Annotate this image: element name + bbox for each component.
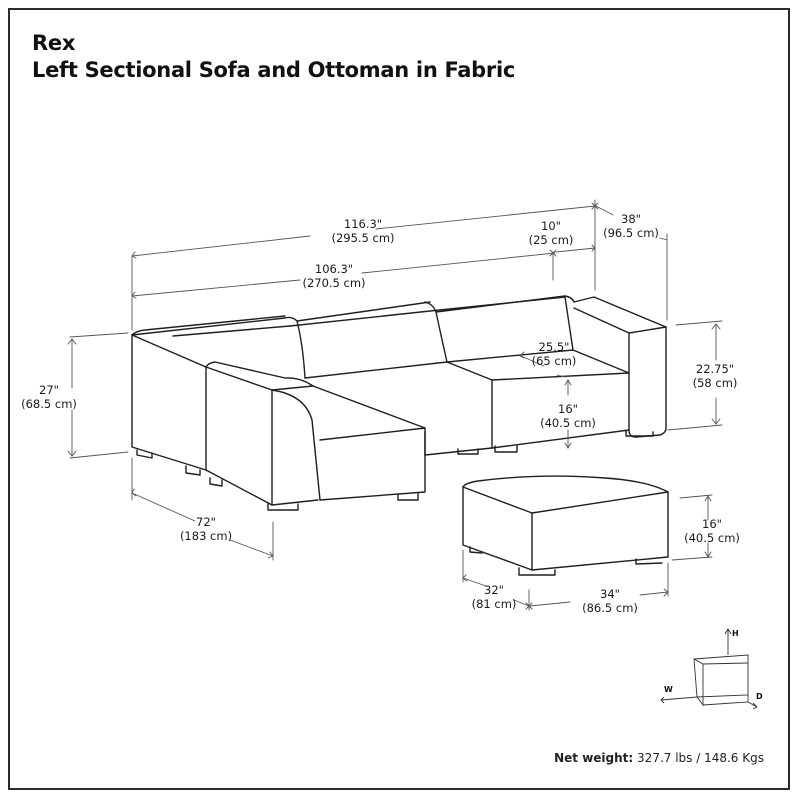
- dim-arm-height: 22.75"(58 cm): [692, 362, 738, 390]
- net-weight-value: 327.7 lbs / 148.6 Kgs: [637, 751, 764, 765]
- axis-label-width: W: [664, 685, 673, 694]
- dim-overall-depth: 38"(96.5 cm): [603, 212, 659, 240]
- dim-seat-height: 16"(40.5 cm): [540, 402, 596, 430]
- dim-sofa-width: 106.3"(270.5 cm): [302, 262, 366, 290]
- dim-overall-height: 27"(68.5 cm): [21, 383, 77, 411]
- product-name: Rex: [32, 31, 76, 55]
- dim-ottoman-height: 16"(40.5 cm): [684, 517, 740, 545]
- dim-seat-depth: 25.5"(65 cm): [531, 340, 577, 368]
- dimension-lines: [67, 199, 723, 611]
- net-weight: Net weight: 327.7 lbs / 148.6 Kgs: [554, 751, 764, 765]
- drawing-frame: [8, 8, 790, 790]
- dim-chaise-length: 72"(183 cm): [179, 515, 233, 543]
- title-block: Rex Left Sectional Sofa and Ottoman in F…: [32, 30, 515, 84]
- dim-arm-width: 10"(25 cm): [528, 219, 574, 247]
- net-weight-label: Net weight:: [554, 751, 634, 765]
- axis-label-depth: D: [756, 692, 763, 701]
- axis-label-height: H: [732, 629, 739, 638]
- dim-ottoman-width: 34"(86.5 cm): [582, 587, 638, 615]
- product-subtitle: Left Sectional Sofa and Ottoman in Fabri…: [32, 58, 516, 82]
- sofa-outline: [131, 295, 669, 576]
- dim-ottoman-depth: 32"(81 cm): [471, 583, 517, 611]
- dim-overall-width: 116.3"(295.5 cm): [331, 217, 395, 245]
- axis-legend-icon: [660, 628, 758, 710]
